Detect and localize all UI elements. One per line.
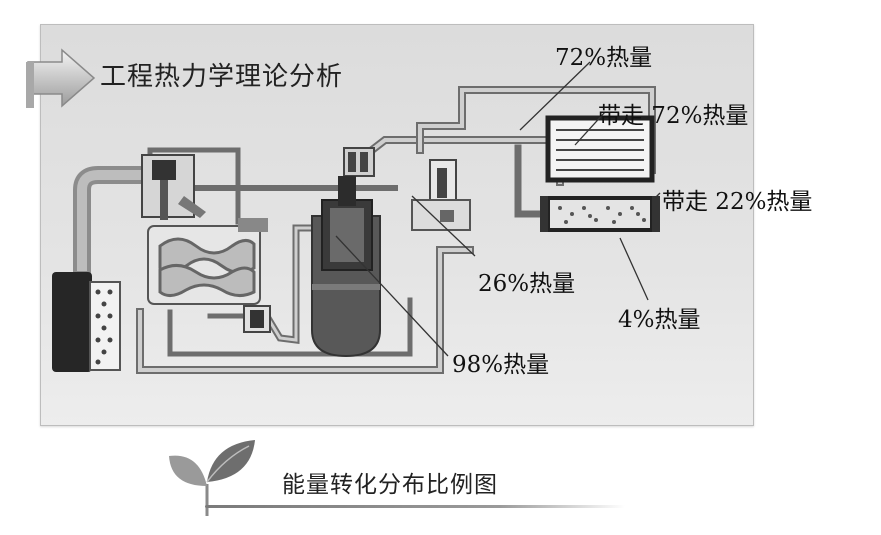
leaf-icon	[169, 440, 255, 516]
arrow-icon	[26, 48, 96, 108]
label-carry-22: 带走 22%热量	[662, 189, 813, 215]
label-heat-98: 98%热量	[452, 352, 550, 378]
caption-underline	[205, 505, 625, 508]
label-heat-26: 26%热量	[478, 271, 576, 297]
label-heat-4: 4%热量	[618, 307, 701, 333]
figure-caption: 能量转化分布比例图	[282, 472, 498, 498]
label-carry-72: 带走 72%热量	[598, 103, 749, 129]
header-title: 工程热力学理论分析	[100, 62, 344, 92]
label-heat-72-top: 72%热量	[555, 45, 653, 71]
